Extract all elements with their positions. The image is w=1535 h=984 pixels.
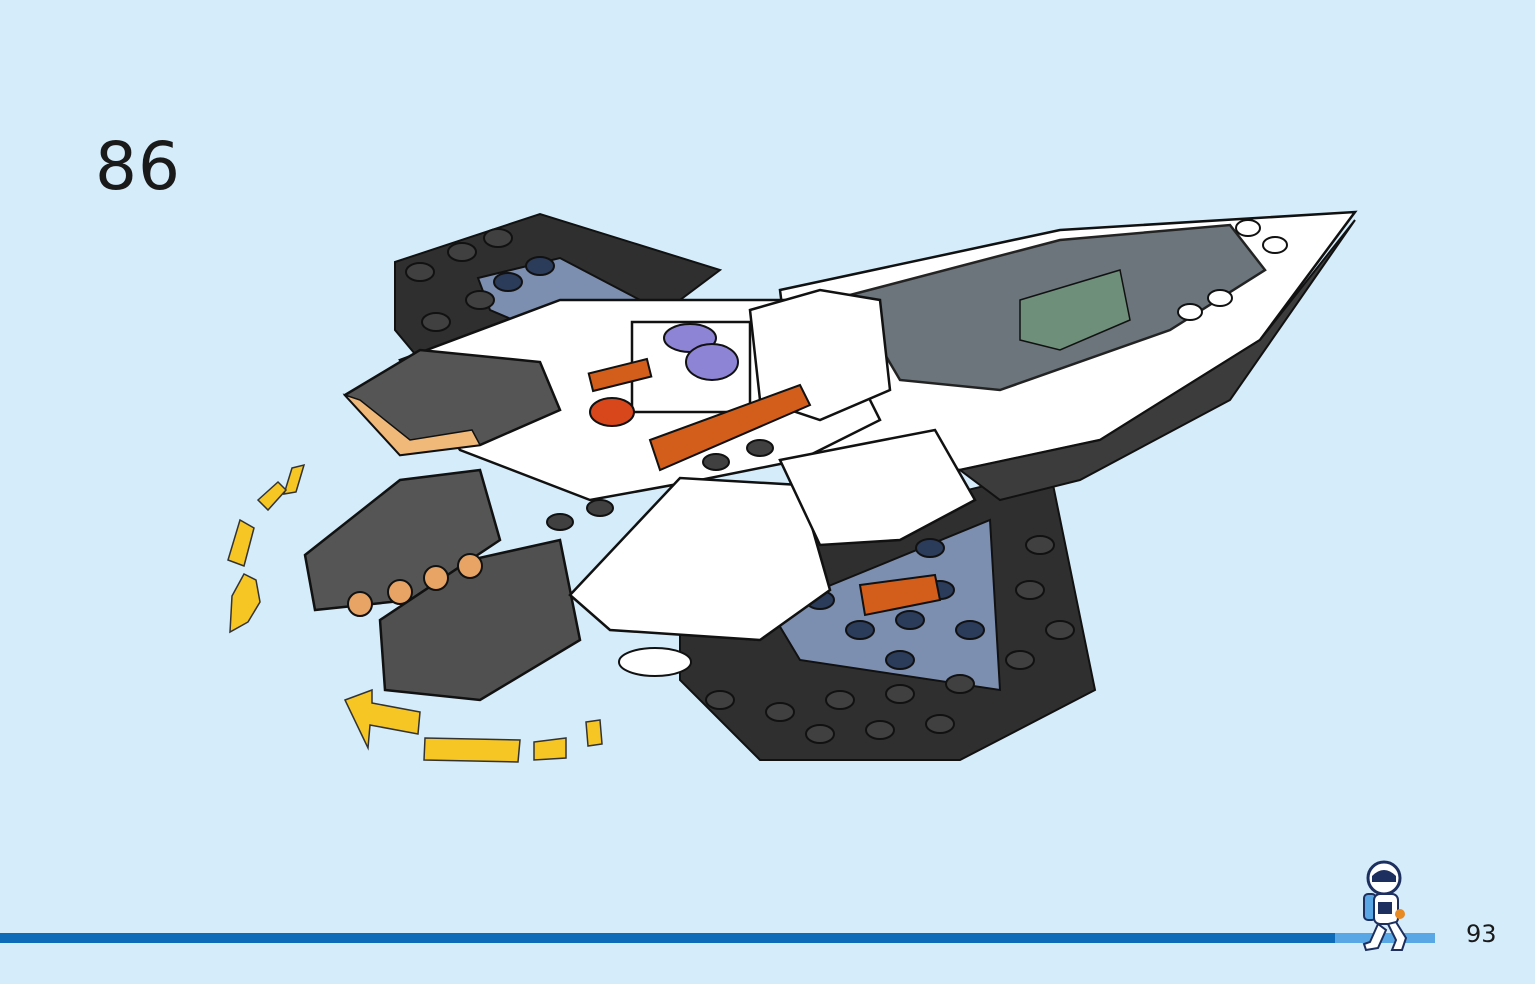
front-wing-fairing [568,476,832,642]
landing-skid [618,647,692,677]
page-number: 93 [1466,920,1497,948]
purple-cylinder [685,343,739,381]
astronaut-mascot-icon [1362,860,1408,952]
side-intake [778,428,977,547]
wing-studs [405,228,1075,744]
upper-pod-trim [342,393,482,456]
engine-exhausts [347,553,483,617]
orange-bar [587,357,653,393]
canopy-interior [1019,269,1131,351]
nose-underside [957,219,1356,502]
nose-studs [1177,219,1288,321]
planet-logo [589,397,635,427]
progress-track [1335,933,1435,943]
lower-engine-pod-left [303,468,502,612]
rotate-model-arrow-icon [227,463,603,763]
progress-bar [0,933,1335,943]
orange-rail [648,383,812,472]
body-studs [546,439,774,531]
step-number: 86 [95,128,181,205]
orange-clip [858,573,942,617]
